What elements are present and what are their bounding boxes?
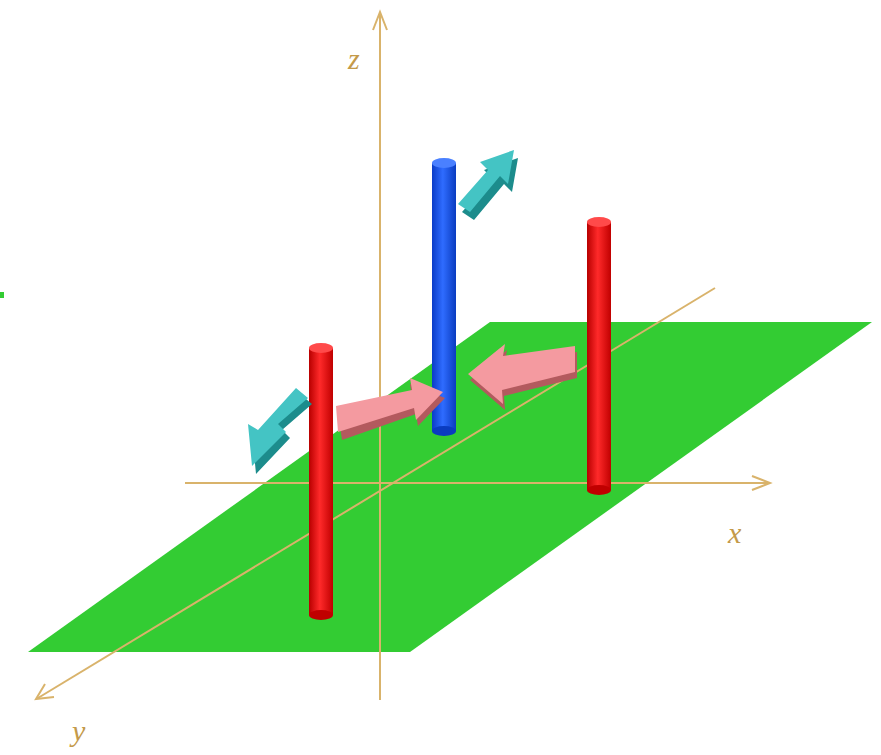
red-rod bbox=[587, 217, 611, 495]
axis-label: z bbox=[348, 44, 360, 74]
edge-mark bbox=[0, 292, 4, 298]
force-arrow bbox=[336, 378, 445, 440]
axis-label: x bbox=[728, 518, 741, 548]
force-arrow bbox=[458, 150, 518, 220]
axis-label: y bbox=[72, 716, 85, 746]
red-rod bbox=[309, 343, 333, 620]
force-arrow bbox=[468, 344, 577, 410]
force-arrow bbox=[248, 388, 312, 474]
axes bbox=[36, 12, 770, 699]
